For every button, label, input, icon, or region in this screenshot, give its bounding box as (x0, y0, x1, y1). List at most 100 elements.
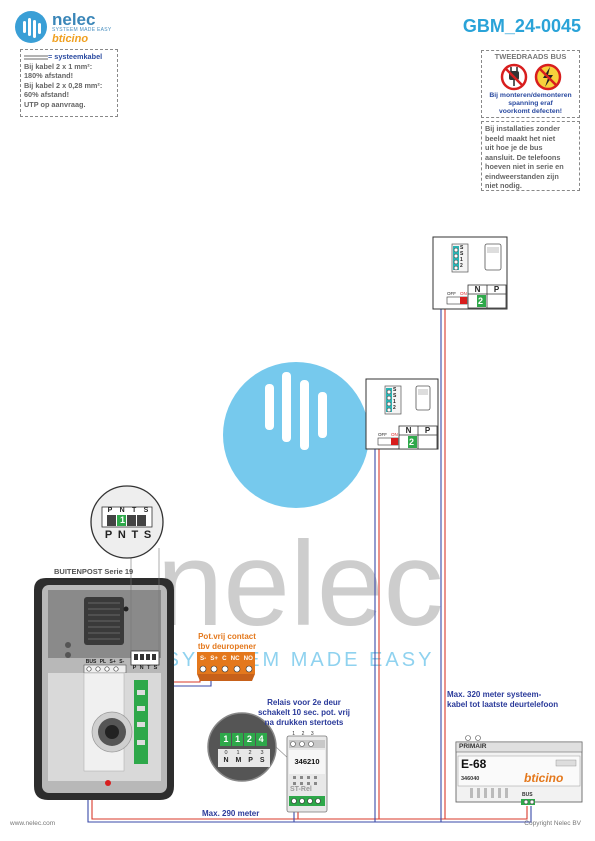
power-bus-label: BUS (522, 792, 533, 798)
np-header: P (424, 426, 431, 435)
relay-top-number: 3 (310, 731, 314, 737)
relay-zoom-row2: N (223, 757, 229, 764)
phone-terminal-label: S (393, 393, 397, 399)
contact-title-line: tbv deuropener (197, 642, 257, 651)
outdoor-station (34, 578, 174, 800)
dip-label: N (139, 665, 144, 671)
relay-title-line: Relais voor 2e deur (267, 698, 341, 707)
contact-terminal-label: NO (243, 655, 253, 662)
dip-zoom-label: S (143, 507, 149, 514)
terminal-label: S- (119, 659, 125, 665)
cable-note-line: UTP op aanvraag. (24, 99, 86, 109)
warning-line: voorkomt defecten! (498, 107, 563, 115)
camera-icon (123, 606, 129, 612)
no-voltage-icon (534, 63, 562, 90)
relay-zoom-row2: P (248, 757, 253, 764)
watermark-logo-icon (265, 372, 327, 450)
relay-zoom-cell: 1 (235, 734, 241, 744)
contact-terminal-label: NC (230, 655, 240, 662)
terminal-label: PL (99, 659, 107, 665)
switch-on-label: ON (391, 432, 398, 437)
warning-box: TWEEDRAADS BUS Bij monteren/demonteren s… (481, 50, 580, 118)
led-indicator-icon (105, 780, 111, 786)
max-320-line: kabel tot laatste deurtelefoon (447, 700, 559, 709)
relay-zoom-row2: S (259, 757, 265, 764)
cable-note: = systeemkabel Bij kabel 2 x 1 mm²: 180%… (20, 49, 118, 117)
np-value: 2 (409, 437, 415, 447)
dip-zoom-label: P (107, 507, 113, 514)
power-code: 346040 (461, 776, 480, 782)
relay-zoom (207, 712, 291, 782)
indoor-phone-2 (432, 236, 508, 310)
install-note-line: uit hoe je de bus (485, 143, 543, 152)
relay-zoom-row1: 3 (260, 750, 264, 756)
phone-terminal-label: S (460, 245, 464, 251)
phone-terminal-label: S (393, 387, 397, 393)
relay-title-line: na drukken stertoets (264, 718, 344, 727)
dip-zoom-label: T (132, 507, 137, 514)
footer-website[interactable]: www.nelec.com (10, 820, 56, 827)
relay-top-number: 2 (301, 731, 305, 737)
power-primary-label: PRIMAIR (459, 743, 487, 750)
warning-line: Bij monteren/demonteren (489, 91, 572, 99)
contact-terminal-label: C (222, 655, 227, 662)
cable-note-line: Bij kabel 2 x 0,28 mm²: (24, 80, 103, 90)
install-note-line: eindweerstanden zijn (485, 171, 559, 181)
relay-zoom-cell: 1 (223, 734, 229, 744)
contact-terminal-label: S- (200, 655, 207, 662)
install-note-line: aansluit. De telefoons (485, 152, 561, 162)
contact-terminal-label: S+ (210, 655, 219, 662)
warning-icons (500, 63, 562, 90)
no-plug-icon (500, 63, 528, 90)
logo-brand: bticino (52, 33, 89, 45)
contact-title-line: Pot.vrij contact (198, 632, 256, 641)
phone-terminal-label: 1 (460, 257, 463, 263)
cable-note-line: 180% afstand! (24, 71, 74, 80)
relay-zoom-cell: 4 (258, 734, 264, 744)
relay-zoom-row2: M (235, 757, 242, 764)
np-value: 2 (478, 296, 484, 306)
nelec-logo-icon (15, 11, 47, 43)
power-supply (455, 735, 583, 805)
switch-on-label: ON (460, 291, 467, 296)
watermark-word: nelec (157, 517, 444, 651)
outdoor-station-title: BUITENPOST Serie 19 (54, 567, 134, 576)
phone-terminal-label: S (460, 251, 464, 257)
relay-code: 346210 (294, 757, 320, 766)
watermark-circle (223, 362, 369, 508)
cable-note-line: Bij kabel 2 x 1 mm²: (24, 61, 93, 71)
relay-title-line: schakelt 10 sec. pot. vrij (257, 708, 351, 717)
relay-zoom-row1: 0 (224, 750, 228, 756)
phone-terminal-label: 1 (393, 399, 396, 405)
adjust-knob-icon[interactable] (65, 652, 71, 658)
adjust-knob-icon[interactable] (65, 642, 71, 648)
phone-terminal-label: 2 (393, 405, 396, 411)
terminal-label: BUS (85, 659, 97, 665)
install-note-line: beeld maakt het niet (485, 133, 556, 143)
footer-copyright: Copyright Nelec BV (524, 820, 581, 827)
dip-zoom-terminal: P (104, 529, 113, 541)
relay-module (286, 735, 328, 813)
dip-label: P (132, 665, 137, 671)
max-320-line: Max. 320 meter systeem- (447, 690, 542, 699)
dip-zoom-terminal: N (117, 529, 126, 541)
relay-zoom-cell: 2 (246, 734, 252, 744)
relay-top-number: 1 (292, 731, 296, 737)
dip-zoom-value: 1 (120, 515, 126, 525)
cable-legend-icon (24, 55, 48, 60)
dip-zoom (90, 485, 164, 652)
warning-line: spanning eraf (508, 99, 553, 107)
power-brand: bticino (524, 771, 564, 785)
terminal-label: S+ (109, 659, 116, 665)
cable-note-line: 60% afstand! (24, 90, 70, 99)
switch-off-label: OFF (378, 432, 387, 437)
switch-off-label: OFF (447, 291, 456, 296)
dip-zoom-label: N (119, 507, 125, 514)
warning-title: TWEEDRAADS BUS (494, 52, 567, 61)
cable-legend-label: = systeemkabel (48, 52, 103, 61)
vent-slots (470, 788, 508, 798)
document-code: GBM_24-0045 (462, 16, 581, 36)
power-model: E-68 (461, 757, 487, 771)
